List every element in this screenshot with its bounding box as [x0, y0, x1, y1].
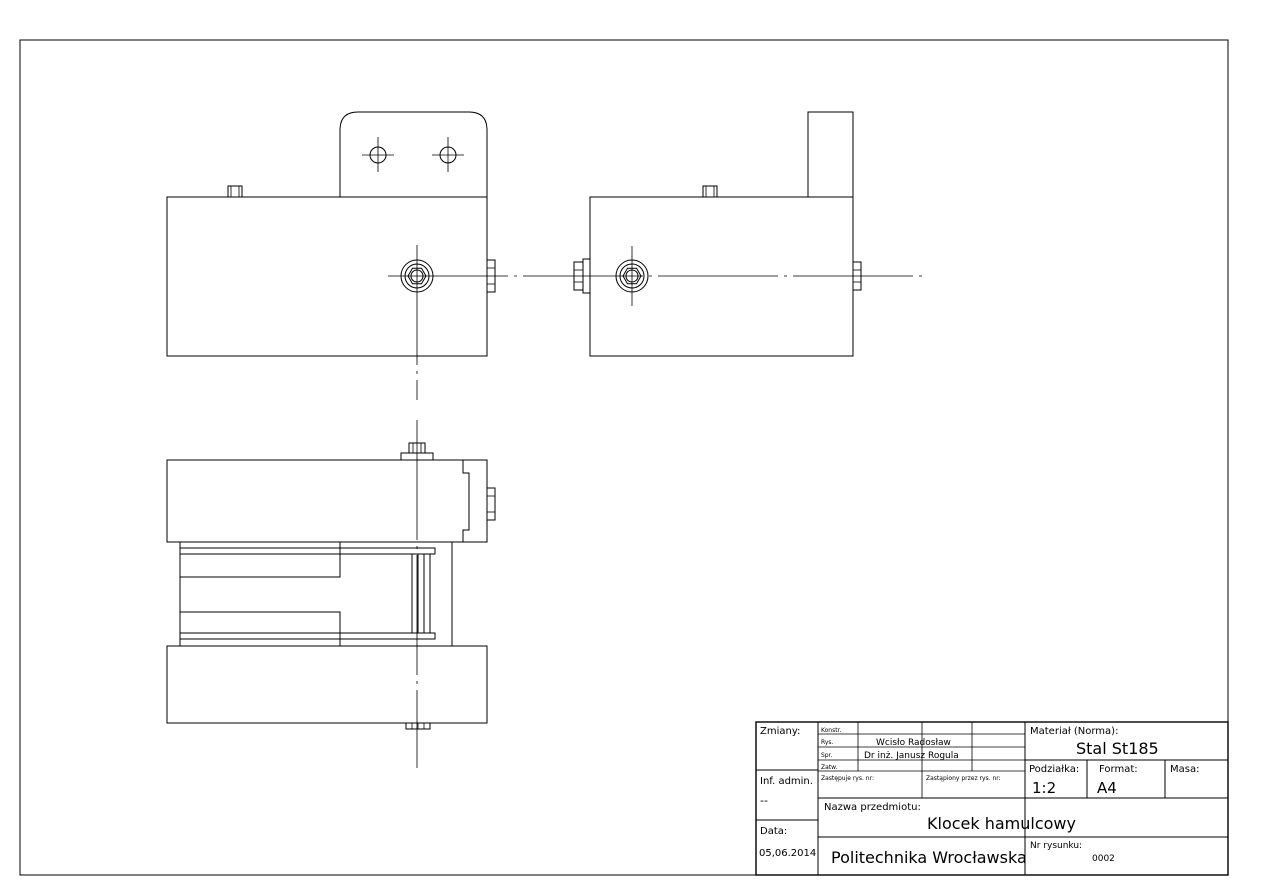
side-view-upright	[807, 111, 854, 197]
material-label: Materiał (Norma):	[1030, 726, 1118, 737]
front-view-body	[166, 196, 488, 357]
data-label: Data:	[760, 826, 787, 837]
zmiany-label: Zmiany:	[760, 726, 800, 737]
inf-admin-label: Inf. admin.	[760, 776, 813, 787]
nr-rysunku-label: Nr rysunku:	[1030, 841, 1082, 851]
rys-name: Wcisło Radosław	[876, 738, 951, 748]
side-view-body	[589, 196, 854, 357]
uczelnia: Politechnika Wrocławska	[831, 848, 1027, 867]
front-view	[166, 111, 496, 357]
spr-name: Dr inż. Janusz Rogula	[864, 751, 959, 761]
masa-label: Masa:	[1170, 764, 1199, 775]
nr-rysunku-value: 0002	[1092, 854, 1115, 864]
top-view	[166, 442, 496, 730]
front-view-mounting-tab	[339, 111, 488, 197]
podzialka-value: 1:2	[1032, 779, 1056, 797]
material-value: Stal St185	[1076, 739, 1159, 758]
rys-label: Rys.	[821, 739, 834, 746]
sheet-border	[19, 39, 1229, 876]
tab-hole-1	[362, 137, 394, 172]
zastepuje-label: Zastępuje rys. nr:	[821, 775, 874, 782]
format-value: A4	[1097, 779, 1117, 797]
tab-hole-2	[432, 137, 464, 172]
side-view	[573, 111, 862, 357]
zastapiony-label: Zastąpiony przez rys. nr:	[926, 775, 1001, 782]
upper-block	[166, 459, 488, 543]
zatw-label: Zatw.	[821, 764, 837, 771]
spr-label: Spr.	[821, 752, 833, 759]
nazwa-value: Klocek hamulcowy	[927, 814, 1076, 833]
lower-block	[166, 645, 488, 724]
format-label: Format:	[1099, 764, 1138, 775]
podzialka-label: Podziałka:	[1029, 764, 1079, 775]
konstr-label: Konstr.	[821, 727, 842, 734]
title-block	[755, 721, 1229, 876]
nazwa-label: Nazwa przedmiotu:	[824, 802, 921, 813]
data-value: 05,06.2014	[759, 848, 816, 859]
inf-admin-value: --	[760, 794, 768, 807]
top-pin	[227, 185, 243, 198]
